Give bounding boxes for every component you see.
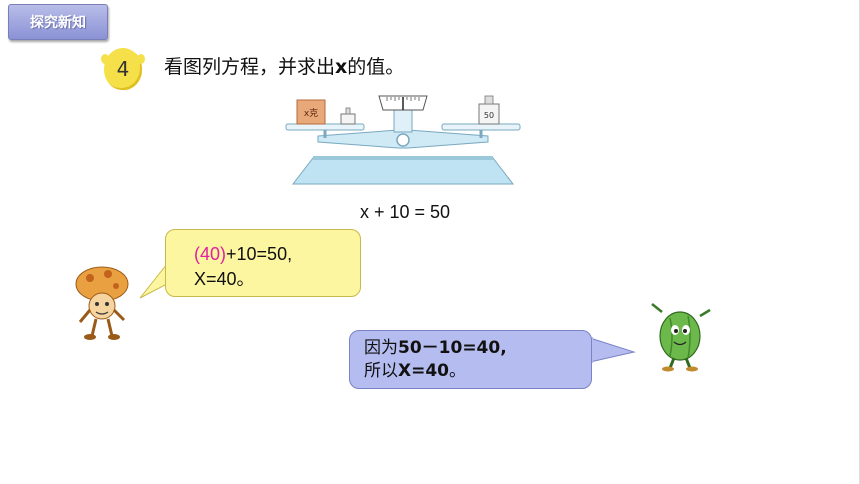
badge-wing-left — [101, 54, 109, 64]
yellow-speech-bubble: (40)+10=50, X=40。 — [165, 229, 361, 297]
yellow-bubble-line2: X=40。 — [194, 269, 255, 289]
equation: x + 10 = 50 — [360, 202, 451, 222]
blue-bubble-line2: 所以X=40。 — [364, 360, 591, 383]
melon-character — [651, 303, 711, 372]
scale-left-pan — [285, 123, 365, 131]
section-tag[interactable]: 探究新知 — [8, 4, 108, 40]
fifty-gram-weight-label: 50 — [484, 111, 494, 120]
ten-gram-weight — [340, 113, 356, 125]
blue-line2-suffix: 。 — [449, 361, 467, 381]
instruction-variable: x — [335, 56, 348, 78]
blue-bubble-tail — [588, 337, 636, 363]
mushroom-character — [75, 266, 129, 340]
problem-number-badge: 4 — [101, 48, 145, 90]
problem-instruction: 看图列方程，并求出x的值。 — [164, 52, 404, 79]
scale-dial-ticks — [386, 97, 420, 101]
blue-line2-bold: X=40 — [398, 361, 450, 381]
scale-column — [393, 107, 413, 133]
blue-line1-bold: 50－10=40 — [398, 338, 501, 358]
section-tag-label: 探究新知 — [30, 15, 86, 31]
x-gram-block — [296, 99, 326, 125]
badge-wing-right — [137, 54, 145, 64]
scale-right-pan — [441, 123, 521, 131]
instruction-prefix: 看图列方程，并求出 — [164, 56, 336, 78]
x-gram-block-label: x克 — [304, 108, 318, 119]
blue-line1-prefix: 因为 — [364, 338, 398, 358]
blue-bubble-line1: 因为50－10=40, — [364, 337, 591, 360]
scale-base — [291, 157, 515, 185]
answer-blank: (40) — [194, 244, 227, 264]
blue-line1-suffix: , — [500, 338, 507, 358]
yellow-bubble-line1-rest: +10=50, — [226, 244, 293, 264]
blue-speech-bubble: 因为50－10=40, 所以X=40。 — [349, 330, 592, 389]
blue-line2-prefix: 所以 — [364, 361, 398, 381]
scale-base-top — [313, 156, 493, 160]
instruction-suffix: 的值。 — [347, 56, 405, 78]
problem-number: 4 — [116, 57, 130, 81]
yellow-bubble-line1: (40)+10=50, — [194, 242, 360, 267]
scale-pivot — [396, 133, 410, 147]
balance-scale-illustration: x克 50 — [285, 95, 521, 185]
